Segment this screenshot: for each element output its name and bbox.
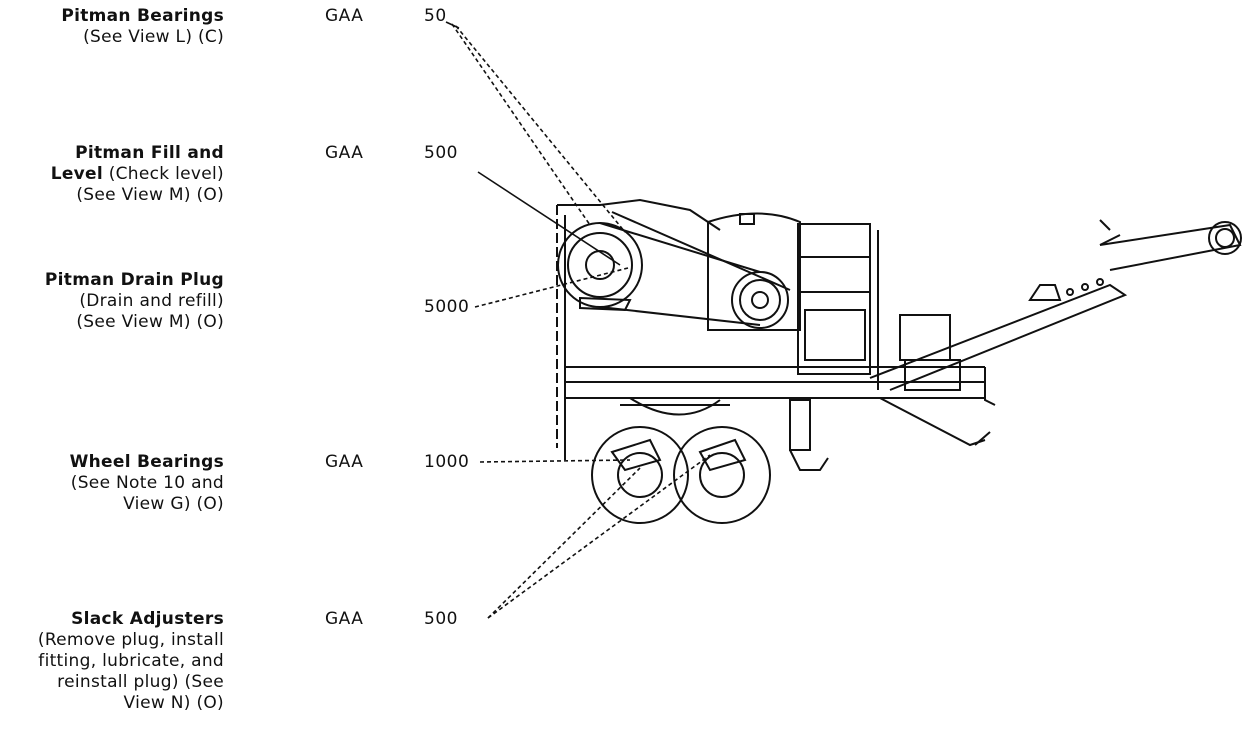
interval-pitman-bearings: 50 — [424, 6, 447, 26]
interval-slack-adjusters: 500 — [424, 609, 458, 629]
entry-desc: (See View M) (O) — [76, 185, 224, 205]
entry-pitman-fill-level: Pitman Fill and Level (Check level) (See… — [51, 143, 224, 206]
entry-slack-adjusters: Slack Adjusters (Remove plug, install fi… — [38, 609, 224, 714]
entry-wheel-bearings: Wheel Bearings (See Note 10 and View G) … — [70, 452, 224, 515]
entry-desc-line: Level (Check level) — [51, 164, 224, 185]
entry-desc: (See Note 10 and — [70, 473, 224, 493]
entry-title: Slack Adjusters — [71, 609, 224, 629]
entry-desc: reinstall plug) (See — [57, 672, 224, 692]
entry-pitman-bearings: Pitman Bearings (See View L) (C) — [61, 6, 224, 48]
entry-title: Wheel Bearings — [69, 452, 224, 472]
entry-desc: fitting, lubricate, and — [38, 651, 224, 671]
entry-desc: View G) (O) — [123, 494, 224, 514]
entry-title-continued: Level — [50, 164, 103, 184]
entry-desc: (Remove plug, install — [37, 630, 224, 650]
lubricant-slack-adjusters: GAA — [325, 609, 364, 629]
entry-desc: (Drain and refill) — [79, 291, 224, 311]
entry-title: Pitman Bearings — [61, 6, 224, 26]
interval-wheel-bearings: 1000 — [424, 452, 470, 472]
entry-desc: (See View M) (O) — [76, 312, 224, 332]
entry-pitman-drain-plug: Pitman Drain Plug (Drain and refill) (Se… — [45, 270, 224, 333]
lubricant-wheel-bearings: GAA — [325, 452, 364, 472]
lubricant-pitman-fill: GAA — [325, 143, 364, 163]
entry-desc-suffix: (Check level) — [103, 164, 224, 184]
entry-title: Pitman Fill and — [75, 143, 224, 163]
interval-pitman-drain: 5000 — [424, 297, 470, 317]
interval-pitman-fill: 500 — [424, 143, 458, 163]
entry-desc: View N) (O) — [123, 693, 224, 713]
entry-desc: (See View L) (C) — [83, 27, 224, 47]
lubricant-pitman-bearings: GAA — [325, 6, 364, 26]
entry-title: Pitman Drain Plug — [44, 270, 224, 290]
